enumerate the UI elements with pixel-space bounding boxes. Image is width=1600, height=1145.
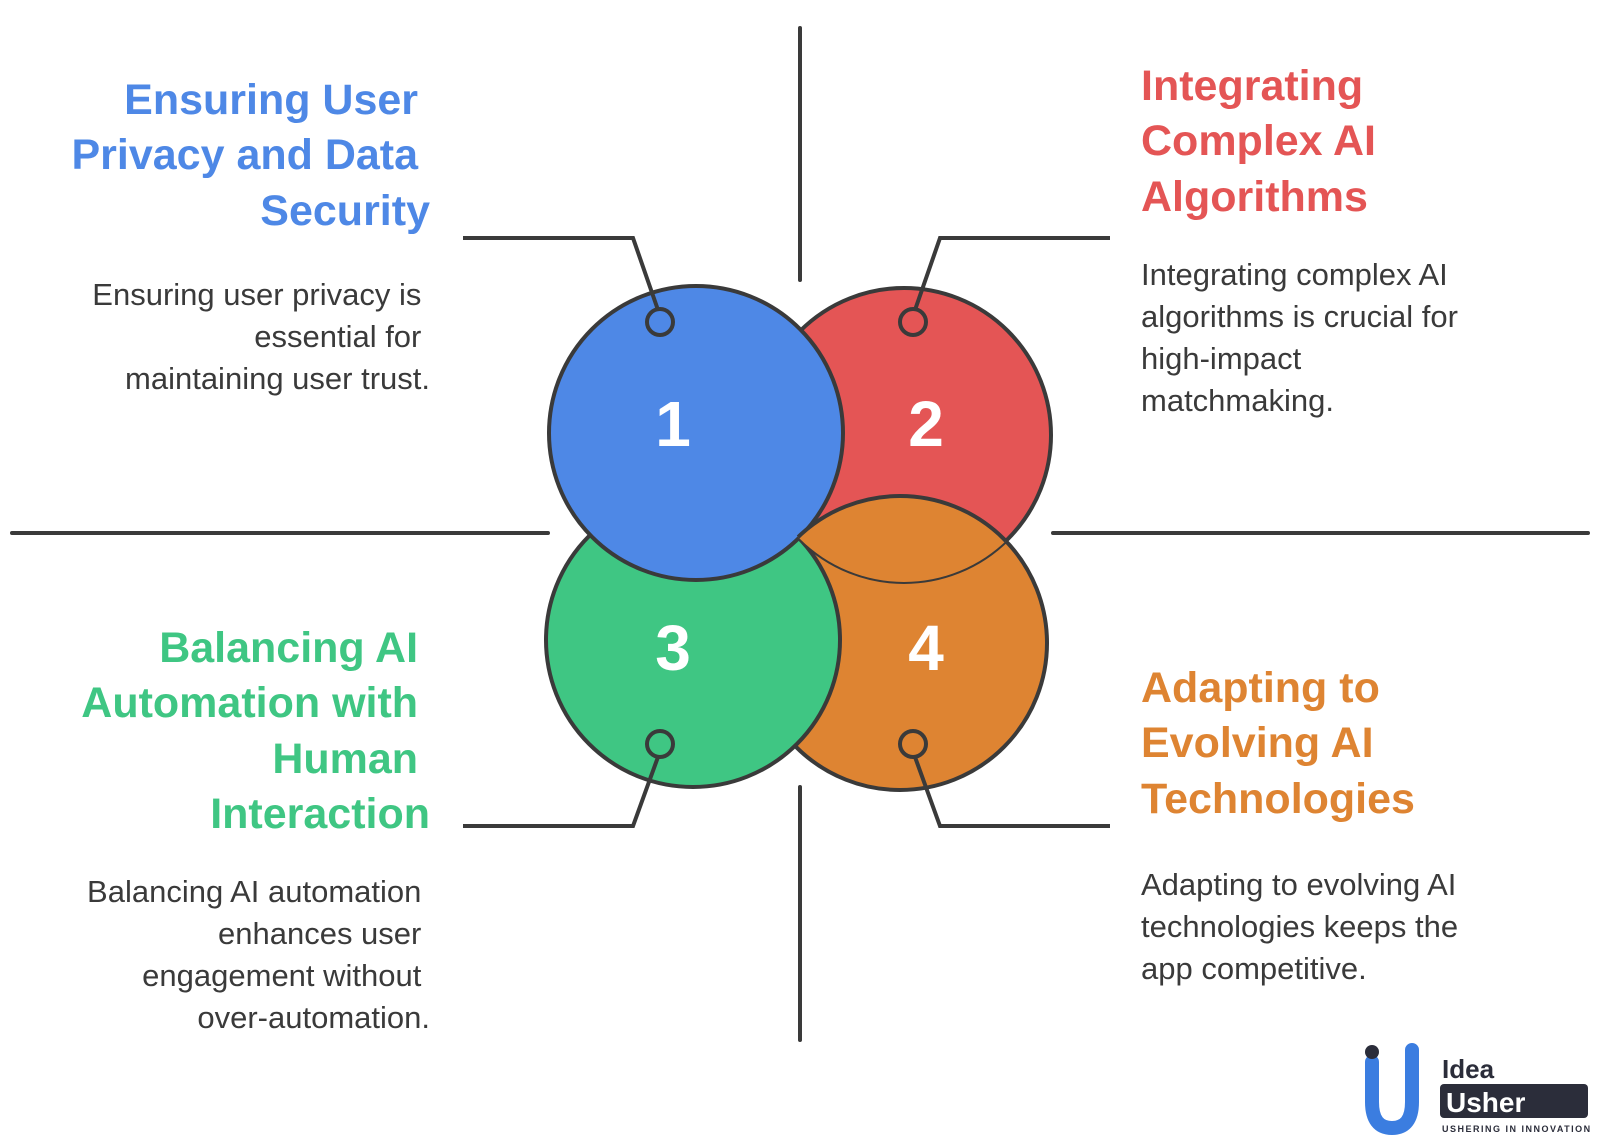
logo-word-bottom: Usher: [1446, 1087, 1525, 1118]
logo-u-mark: [1365, 1043, 1419, 1136]
section-2-desc-line: high-impact: [1141, 341, 1302, 376]
section-2-title-line: Complex AI: [1141, 117, 1376, 165]
section-2-title-line: Integrating: [1141, 62, 1363, 110]
section-4-title: Adapting to Evolving AI Technologies: [1141, 664, 1415, 823]
logo-word-top: Idea: [1442, 1054, 1495, 1084]
section-3-title-line: Automation with: [81, 679, 418, 727]
section-3-desc-line: Balancing AI automation: [87, 874, 421, 909]
section-3-title-line: Interaction: [210, 790, 430, 838]
section-2: Integrating Complex AI Algorithms Integr…: [1141, 62, 1467, 418]
section-2-title: Integrating Complex AI Algorithms: [1141, 62, 1388, 221]
section-4-title-line: Evolving AI: [1141, 719, 1374, 767]
section-1-description: Ensuring user privacy is essential for m…: [92, 277, 430, 396]
logo-tagline: USHERING IN INNOVATION: [1442, 1124, 1592, 1134]
circle-number-1: 1: [655, 388, 691, 460]
section-4: Adapting to Evolving AI Technologies Ada…: [1141, 664, 1467, 986]
section-3-title-line: Human: [272, 735, 418, 783]
leader-line-3: [463, 756, 660, 828]
leader-dot-2: [898, 307, 928, 337]
section-4-title-line: Adapting to: [1141, 664, 1380, 712]
section-2-desc-line: matchmaking.: [1141, 383, 1334, 418]
section-2-description: Integrating complex AI algorithms is cru…: [1141, 257, 1467, 418]
section-1-desc-line: maintaining user trust.: [125, 361, 430, 396]
section-3-title-line: Balancing AI: [159, 624, 418, 672]
section-1-title-line: Security: [260, 187, 430, 235]
section-3: Balancing AI Automation with Human Inter…: [81, 624, 430, 1035]
section-4-desc-line: technologies keeps the: [1141, 909, 1458, 944]
section-4-description: Adapting to evolving AI technologies kee…: [1141, 867, 1467, 986]
section-1-desc-line: essential for: [254, 319, 421, 354]
leader-line-1: [463, 236, 660, 311]
leader-line-2: [913, 236, 1110, 311]
section-3-desc-line: over-automation.: [197, 1000, 430, 1035]
logo-dot-icon: [1365, 1045, 1379, 1059]
section-3-desc-line: enhances user: [218, 916, 421, 951]
section-3-description: Balancing AI automation enhances user en…: [87, 874, 430, 1035]
leader-dot-1: [645, 307, 675, 337]
section-4-title-line: Technologies: [1141, 775, 1415, 823]
section-1: Ensuring User Privacy and Data Security …: [71, 76, 430, 396]
leader-dot-3: [645, 729, 675, 759]
leader-line-4: [913, 756, 1110, 828]
section-3-title: Balancing AI Automation with Human Inter…: [81, 624, 430, 838]
circle-group: [544, 284, 1053, 792]
section-1-title: Ensuring User Privacy and Data Security: [71, 76, 430, 235]
section-4-desc-line: Adapting to evolving AI: [1141, 867, 1456, 902]
section-2-title-line: Algorithms: [1141, 173, 1368, 221]
section-2-desc-line: algorithms is crucial for: [1141, 299, 1458, 334]
section-2-desc-line: Integrating complex AI: [1141, 257, 1448, 292]
logo-word-box: [1440, 1084, 1588, 1118]
circle-number-4: 4: [908, 612, 944, 684]
circle-number-2: 2: [908, 388, 944, 460]
section-1-title-line: Privacy and Data: [71, 131, 419, 179]
section-1-desc-line: Ensuring user privacy is: [92, 277, 421, 312]
leader-dot-4: [898, 729, 928, 759]
circle-1: [547, 284, 845, 582]
section-3-desc-line: engagement without: [142, 958, 422, 993]
section-4-desc-line: app competitive.: [1141, 951, 1367, 986]
circle-number-3: 3: [655, 612, 691, 684]
idea-usher-logo: Idea Usher USHERING IN INNOVATION: [1365, 1043, 1592, 1136]
section-1-title-line: Ensuring User: [124, 76, 418, 124]
